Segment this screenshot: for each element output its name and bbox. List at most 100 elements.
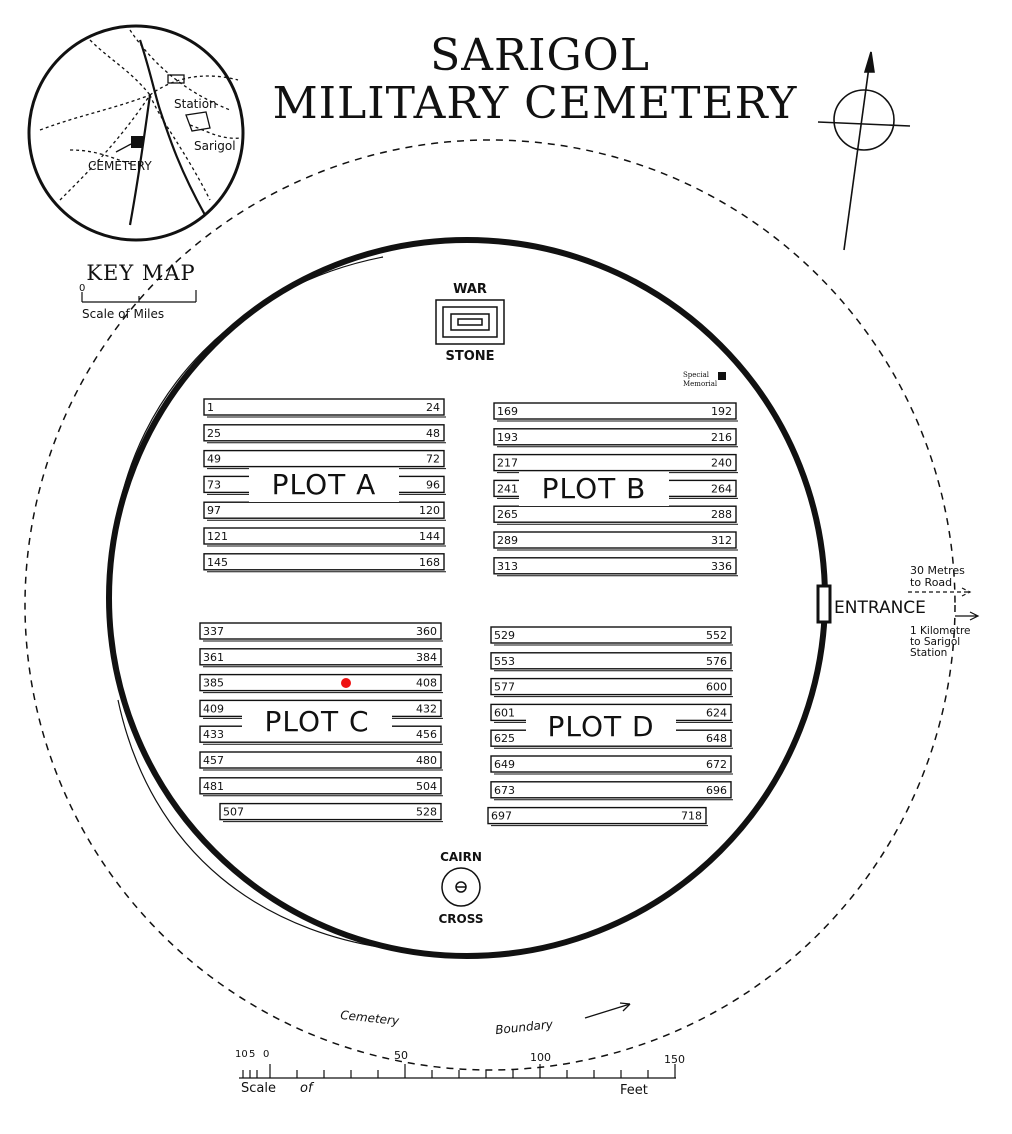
grave-row-start: 507: [223, 806, 244, 819]
grave-row-start: 553: [494, 655, 515, 668]
grave-row-start: 337: [203, 625, 224, 638]
title-line-1: SARIGOL: [430, 30, 650, 81]
grave-row-end: 552: [706, 629, 727, 642]
plot-label: PLOT D: [547, 710, 654, 743]
grave-row-start: 289: [497, 534, 518, 547]
grave-row: 577 600: [490, 677, 733, 698]
grave-row-end: 24: [426, 401, 440, 414]
grave-row-box: [493, 453, 737, 472]
station-note-line-2: to Sarigol: [910, 636, 960, 648]
grave-row-start: 529: [494, 629, 515, 642]
boundary-word-1: Cemetery: [340, 1008, 401, 1028]
grave-row-end: 360: [416, 625, 437, 638]
grave-row-start: 385: [203, 677, 224, 690]
grave-row-box: [199, 622, 442, 640]
grave-row-start: 577: [494, 681, 515, 694]
plot-label-backdrop: [249, 468, 399, 502]
grave-row: 529 552: [490, 626, 733, 646]
entrance-gate-icon: [816, 584, 832, 624]
war-stone-label-top: WAR: [453, 282, 487, 297]
grave-row-start: 433: [203, 728, 224, 741]
grave-row-box: [493, 402, 737, 420]
grave-row-box: [199, 648, 442, 666]
grave-row-box: [203, 449, 445, 468]
grave-row-box: [199, 777, 442, 795]
grave-row-start: 169: [497, 405, 518, 418]
grave-row-start: 649: [494, 758, 515, 771]
key-map-station-label: Station: [174, 97, 217, 111]
grave-row-end: 576: [706, 655, 727, 668]
key-map: Station Sarigol CEMETERY: [27, 24, 245, 242]
scale-tick-50: 50: [394, 1049, 408, 1062]
entrance-station-note: 1 Kilometre to Sarigol Station: [910, 611, 980, 659]
grave-row-start: 217: [497, 457, 518, 470]
scale-tick-0: 0: [263, 1049, 269, 1060]
grave-row: 553 576: [490, 652, 733, 672]
plot-label-backdrop: [242, 705, 392, 739]
key-map-scale-label: Scale of Miles: [82, 307, 164, 321]
scale-word-1: Scale: [241, 1081, 276, 1096]
boundary-word-2: Boundary: [495, 1017, 555, 1037]
key-map-scale-bar: [81, 290, 197, 303]
grave-row-end: 336: [711, 560, 732, 573]
grave-row-end: 456: [416, 728, 437, 741]
grave-row-start: 409: [203, 702, 224, 715]
north-arrow-icon: [817, 51, 911, 251]
key-map-label: KEY MAP: [86, 261, 195, 285]
grave-row-end: 624: [706, 706, 727, 719]
grave-row-start: 601: [494, 706, 515, 719]
grave-row-start: 49: [207, 453, 221, 466]
plot-label: PLOT C: [264, 705, 369, 738]
special-memorial-line-2: Memorial: [683, 380, 718, 388]
grave-row-start: 97: [207, 504, 221, 517]
plot-label: PLOT B: [542, 472, 647, 505]
grave-row-end: 600: [706, 681, 727, 694]
grave-row-box: [199, 673, 442, 692]
grave-row-box: [493, 428, 737, 446]
grave-row-end: 168: [419, 556, 440, 569]
cemetery-wall: [106, 237, 828, 959]
grave-row-start: 145: [207, 556, 228, 569]
grave-row: 337 360: [199, 622, 443, 642]
station-note-line-3: Station: [910, 647, 947, 659]
grave-row-box: [490, 781, 732, 799]
grave-row: 289 312: [493, 531, 738, 551]
grave-row-start: 313: [497, 560, 518, 573]
grave-row: 313 336: [493, 557, 738, 577]
grave-row-end: 48: [426, 427, 440, 440]
grave-row-box: [493, 557, 737, 575]
grave-row-box: [203, 398, 445, 416]
grave-row-end: 312: [711, 534, 732, 547]
grave-row-start: 73: [207, 478, 221, 491]
grave-row-end: 144: [419, 530, 440, 543]
grave-row-end: 696: [706, 784, 727, 797]
key-map-scale-zero: 0: [79, 283, 85, 294]
cross-label: CROSS: [439, 912, 484, 926]
plot-label-backdrop: [526, 710, 676, 744]
grave-row-box: [219, 802, 442, 821]
grave-row-start: 193: [497, 431, 518, 444]
key-map-cemetery-icon: [131, 136, 143, 148]
grave-row-box: [203, 527, 445, 545]
war-stone-label-bottom: STONE: [445, 349, 494, 364]
plot-label-backdrop: [519, 472, 669, 506]
grave-row-box: [490, 626, 732, 644]
grave-row-end: 240: [711, 457, 732, 470]
grave-row-start: 673: [494, 784, 515, 797]
grave-row-end: 432: [416, 702, 437, 715]
